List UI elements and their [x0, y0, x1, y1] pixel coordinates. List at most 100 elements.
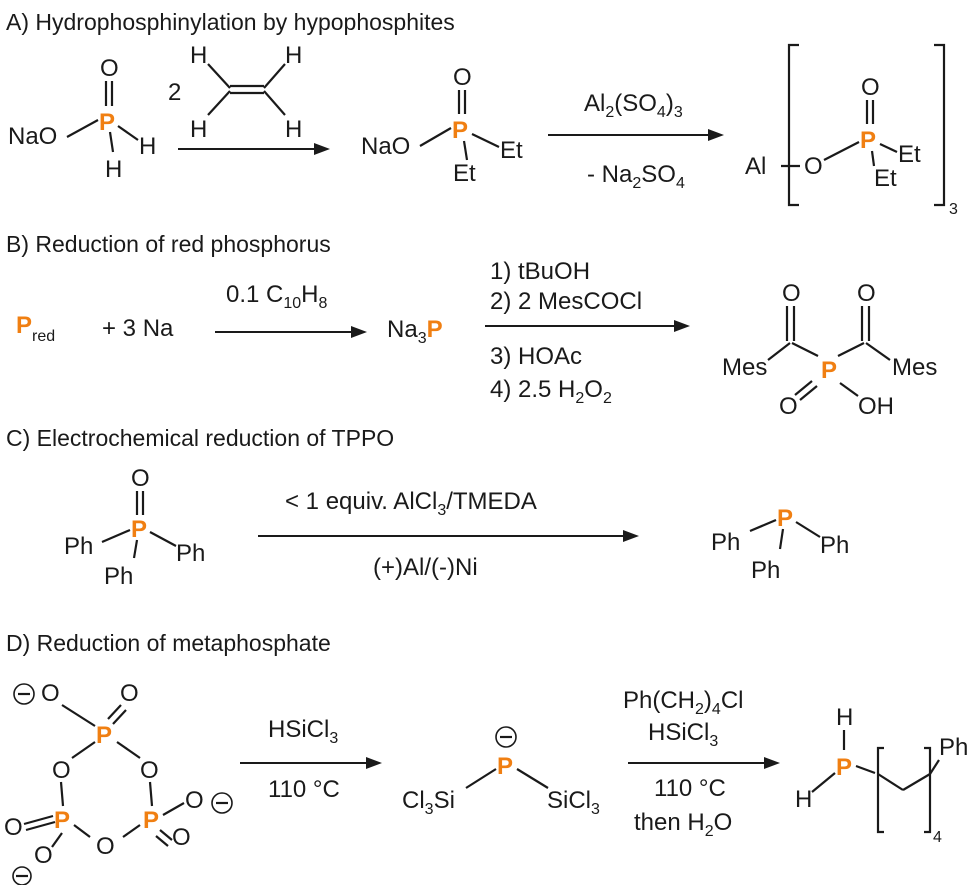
atom-oxygen: O — [100, 55, 119, 82]
formula-part: - Na — [587, 161, 633, 188]
formula-part: Cl — [721, 687, 744, 714]
atom-oxygen: O — [34, 842, 53, 869]
atom-hydrogen: H — [190, 42, 207, 69]
formula-part: ) — [704, 687, 712, 714]
bond — [767, 342, 791, 361]
formula-part: ) — [666, 90, 674, 117]
phenyl-group: Ph — [820, 532, 849, 559]
sodium-phosphide: Na3P — [387, 316, 443, 347]
trimetaphosphate-structure: O O P O O P P O O O O O — [4, 680, 233, 885]
atom-phosphorus: P — [497, 753, 513, 780]
bond — [837, 342, 865, 357]
atom-nao: NaO — [361, 133, 410, 160]
aluminium-diethylphosphinate-structure: Al O P O Et Et 3 — [745, 43, 958, 218]
bracket-left — [787, 43, 799, 207]
bond — [66, 119, 99, 138]
bond — [465, 768, 497, 789]
bond — [117, 125, 139, 141]
step-4: 4) 2.5 H2O2 — [490, 376, 612, 407]
bracket-subscript: 3 — [949, 201, 958, 218]
triphenylphosphine-structure: P Ph Ph Ph — [711, 505, 849, 584]
formula-part: < 1 equiv. AlCl — [285, 488, 437, 515]
arrow-head — [764, 757, 780, 769]
bond — [799, 385, 818, 401]
bond — [162, 802, 185, 816]
formula-part: HSiCl — [268, 716, 329, 743]
formula-subscript: 3 — [418, 330, 427, 347]
sodium-hypophosphite-structure: NaO P O H H — [8, 55, 156, 183]
formula-subscript: 3 — [591, 801, 600, 818]
phenyl-group: Ph — [64, 533, 93, 560]
ethyl-group: Et — [453, 160, 476, 187]
bond — [471, 133, 500, 148]
bond — [108, 131, 115, 153]
red-phosphorus: Pred — [16, 312, 55, 345]
bond — [902, 773, 931, 791]
formula-part: then H — [634, 809, 705, 836]
atom-phosphorus: P — [131, 516, 147, 543]
mesityl-group: Mes — [892, 354, 937, 381]
step-1: 1) tBuOH — [490, 258, 590, 285]
bracket-right — [934, 43, 946, 207]
atom-hydrogen: H — [285, 116, 302, 143]
formula-subscript: 3 — [437, 502, 446, 519]
bond — [877, 773, 904, 791]
atom-phosphorus: P — [16, 312, 32, 339]
bond — [749, 518, 777, 533]
bracket-subscript: 4 — [933, 829, 942, 846]
ethyl-group: Et — [898, 141, 921, 168]
bond — [795, 521, 821, 538]
atom-phosphorus: P — [99, 109, 115, 136]
formula-part: O — [584, 376, 603, 403]
reagent-trichlorosilane: HSiCl3 — [268, 716, 338, 747]
bond — [59, 781, 65, 807]
atom-phosphorus: P — [54, 807, 70, 834]
atom-oxygen: O — [172, 824, 191, 851]
phenyl-group: Ph — [711, 529, 740, 556]
bond — [462, 140, 469, 161]
bond — [122, 824, 141, 838]
atom-phosphorus: P — [143, 807, 159, 834]
formula-subscript: 3 — [709, 733, 718, 750]
step-3: 3) HOAc — [490, 343, 582, 370]
formula-part: O — [714, 809, 733, 836]
formula-subscript: 4 — [657, 104, 666, 121]
reagent-trichlorosilane: HSiCl3 — [648, 719, 718, 750]
ethylene-reagent: 2 H H H H — [168, 42, 302, 143]
bond — [823, 141, 860, 161]
formula-part: Na — [387, 316, 418, 343]
atom-hydrogen: H — [836, 704, 853, 731]
phenylbutylphosphine-structure: H P H 4 Ph — [795, 704, 968, 846]
reagent-naphthalene: 0.1 C10H8 — [226, 281, 328, 312]
atom-oxygen: O — [120, 680, 139, 707]
atom-phosphorus: P — [777, 505, 793, 532]
bond — [61, 704, 96, 727]
sodium-diethylphosphinate-structure: NaO P O Et Et — [361, 64, 523, 187]
atom-nao: NaO — [8, 123, 57, 150]
arrow-head — [366, 757, 382, 769]
formula-subscript: 2 — [705, 823, 714, 840]
ethyl-group: Et — [500, 137, 523, 164]
atom-oxygen: O — [861, 74, 880, 101]
atom-oxygen: O — [52, 757, 71, 784]
atom-oxygen: O — [782, 280, 801, 307]
sodium-reagent: + 3 Na — [102, 315, 174, 342]
atom-oxygen: O — [804, 153, 823, 180]
bond — [73, 824, 91, 838]
formula-subscript: 3 — [674, 104, 683, 121]
trichlorosilyl-group: SiCl3 — [547, 787, 600, 818]
atom-oxygen: O — [41, 680, 60, 707]
bond — [791, 342, 819, 357]
temperature-label: 110 °C — [268, 776, 340, 803]
arrow-head — [314, 143, 330, 155]
bond — [516, 768, 549, 789]
bond — [865, 342, 891, 361]
formula-part: /TMEDA — [446, 488, 537, 515]
atom-oxygen: O — [857, 280, 876, 307]
reagent-phenylbutyl-chloride: Ph(CH2)4Cl — [623, 687, 744, 718]
reagent-aluminium-sulfate: Al2(SO4)3 — [584, 90, 683, 121]
minus-circle-icon — [211, 792, 233, 814]
electrodes-label: (+)Al/(-)Ni — [373, 554, 478, 581]
atom-oxygen: O — [185, 787, 204, 814]
